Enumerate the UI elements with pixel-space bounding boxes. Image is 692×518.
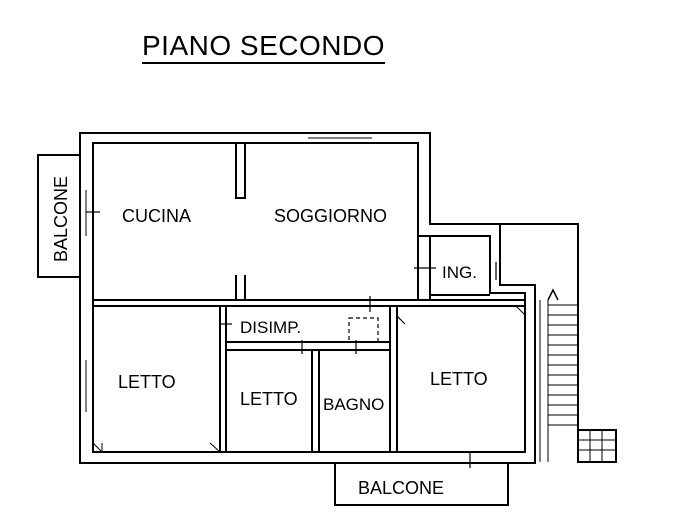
label-letto-3: LETTO [430, 369, 488, 389]
window-letto-west [79, 360, 87, 412]
pillars [92, 305, 526, 453]
label-bagno: BAGNO [323, 395, 384, 414]
wall-bagno-east [389, 306, 398, 452]
balcone-south [334, 462, 509, 506]
stair-inner [539, 300, 549, 462]
label-cucina: CUCINA [122, 206, 191, 226]
wall-living-north-of-bedrooms [93, 299, 418, 307]
shaft-dashed [348, 317, 379, 343]
outer-wall [79, 132, 536, 464]
stair-outline [500, 223, 617, 463]
wall-disimp [226, 341, 390, 351]
plan-title: PIANO SECONDO [0, 30, 692, 70]
window-soggiorno [308, 132, 372, 144]
label-balcone-south: BALCONE [358, 478, 444, 498]
wall-letto3-north [397, 299, 525, 307]
wall-letto1-east [219, 306, 227, 452]
inner-wall [92, 142, 526, 453]
label-letto-1: LETTO [118, 372, 176, 392]
wall-letto2-bagno [311, 350, 320, 452]
stair-treads [548, 304, 616, 462]
label-letto-2: LETTO [240, 389, 298, 409]
balcone-west [37, 154, 81, 278]
label-balcone-west: BALCONE [51, 176, 71, 262]
door-marks [86, 211, 497, 468]
wall-cucina-soggiorno-low [235, 275, 246, 301]
label-soggiorno: SOGGIORNO [274, 206, 387, 226]
wall-cucina-soggiorno [235, 143, 246, 199]
stair-arrow [547, 288, 559, 301]
label-ingresso: ING. [442, 263, 477, 282]
plan-title-text: PIANO SECONDO [142, 30, 385, 64]
label-disimpegno: DISIMP. [240, 318, 301, 337]
